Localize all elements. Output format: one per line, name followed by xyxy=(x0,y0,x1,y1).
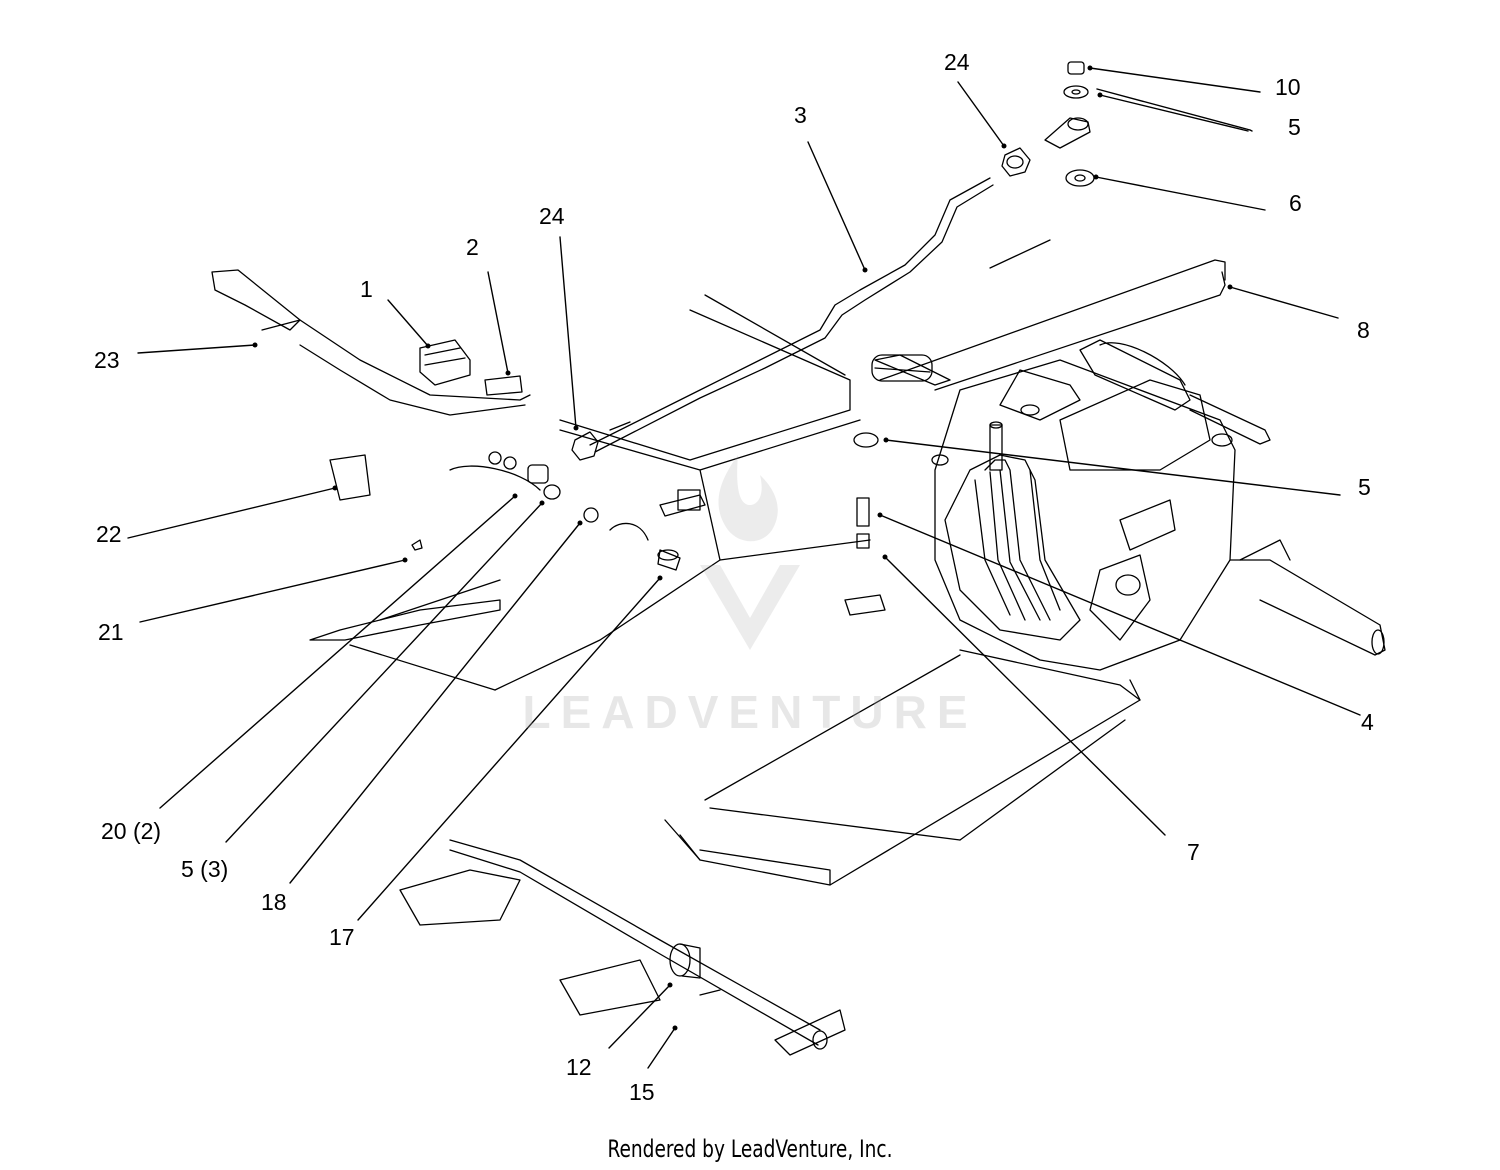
callout-2: 2 xyxy=(466,234,479,260)
callout-24-left: 24 xyxy=(539,203,565,229)
callout-4: 4 xyxy=(1361,709,1374,735)
callout-8: 8 xyxy=(1357,317,1370,343)
callout-12: 12 xyxy=(566,1054,592,1080)
lower-axle xyxy=(399,839,846,1056)
callout-18: 18 xyxy=(261,889,287,915)
callout-10: 10 xyxy=(1275,74,1301,100)
callout-15: 15 xyxy=(629,1079,655,1105)
footer-credit: Rendered by LeadVenture, Inc. xyxy=(607,1135,893,1163)
watermark-text: LEADVENTURE xyxy=(522,686,978,738)
leader-lines xyxy=(127,67,1361,1069)
transmission xyxy=(874,239,1386,671)
shift-rod xyxy=(589,177,994,453)
pedal-assembly xyxy=(211,269,681,641)
callout-22: 22 xyxy=(96,521,122,547)
leadventure-logo-watermark xyxy=(700,455,800,650)
callout-5-top: 5 xyxy=(1288,114,1301,140)
frame-plate xyxy=(349,294,1141,886)
callout-5-3: 5 (3) xyxy=(181,856,229,882)
callout-1: 1 xyxy=(360,276,373,302)
callout-21: 21 xyxy=(98,619,124,645)
callout-20-2: 20 (2) xyxy=(101,818,162,844)
stud-bolts xyxy=(853,432,879,549)
callout-7: 7 xyxy=(1187,839,1200,865)
callout-5-right: 5 xyxy=(1358,474,1371,500)
callout-24-top: 24 xyxy=(944,49,970,75)
callout-6: 6 xyxy=(1289,190,1302,216)
leader-dots xyxy=(252,65,1233,1031)
top-hardware xyxy=(1001,61,1095,187)
callout-3: 3 xyxy=(794,102,807,128)
control-rod xyxy=(871,259,1226,382)
callout-17: 17 xyxy=(329,924,355,950)
callout-23: 23 xyxy=(94,347,120,373)
